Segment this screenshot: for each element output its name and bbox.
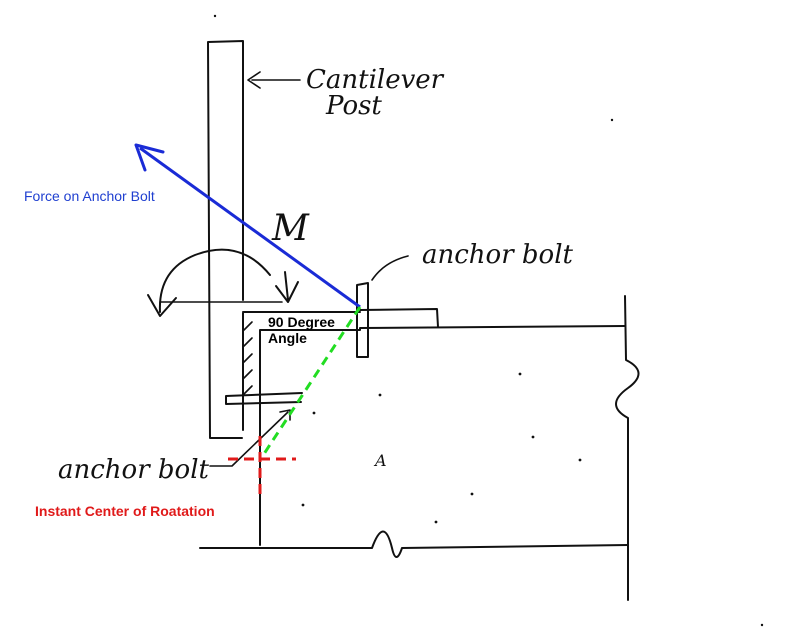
anchor-bolt-bottom-leader: [209, 409, 291, 467]
base-plate: [359, 308, 439, 328]
moment-down-arrow: [275, 271, 299, 303]
concrete-speckles: [213, 14, 764, 627]
lever-arm-line: [258, 306, 362, 461]
instant-center-label: Instant Center of Roatation: [35, 503, 215, 519]
force-arrowhead: [134, 143, 165, 172]
concrete-slab-edge: [242, 311, 626, 546]
cantilever-post: [207, 40, 244, 439]
instant-center-marker: [228, 436, 296, 496]
horizontal-anchor-bolt: [225, 392, 303, 405]
cantilever-leader: [247, 71, 301, 89]
post-label: Post: [325, 91, 382, 121]
moment-label: M: [271, 208, 310, 249]
force-label: Force on Anchor Bolt: [24, 188, 155, 204]
force-vector: [139, 146, 361, 309]
hatch-marks: [243, 321, 253, 395]
vertical-anchor-bolt: [356, 282, 369, 358]
slab-bottom-line: [199, 530, 629, 558]
angle-label-line2: Angle: [268, 330, 307, 346]
cantilever-label: Cantilever: [306, 65, 445, 95]
anchor-bolt-top-label: anchor bolt: [422, 240, 574, 270]
anchor-bolt-bottom-label: anchor bolt: [58, 455, 210, 485]
break-line-right: [615, 295, 640, 601]
moment-arrowhead: [147, 294, 177, 317]
concrete-mark: A: [373, 451, 387, 470]
moment-arrow: [158, 248, 271, 313]
angle-label-line1: 90 Degree: [268, 314, 335, 330]
anchor-bolt-top-leader: [371, 255, 409, 281]
